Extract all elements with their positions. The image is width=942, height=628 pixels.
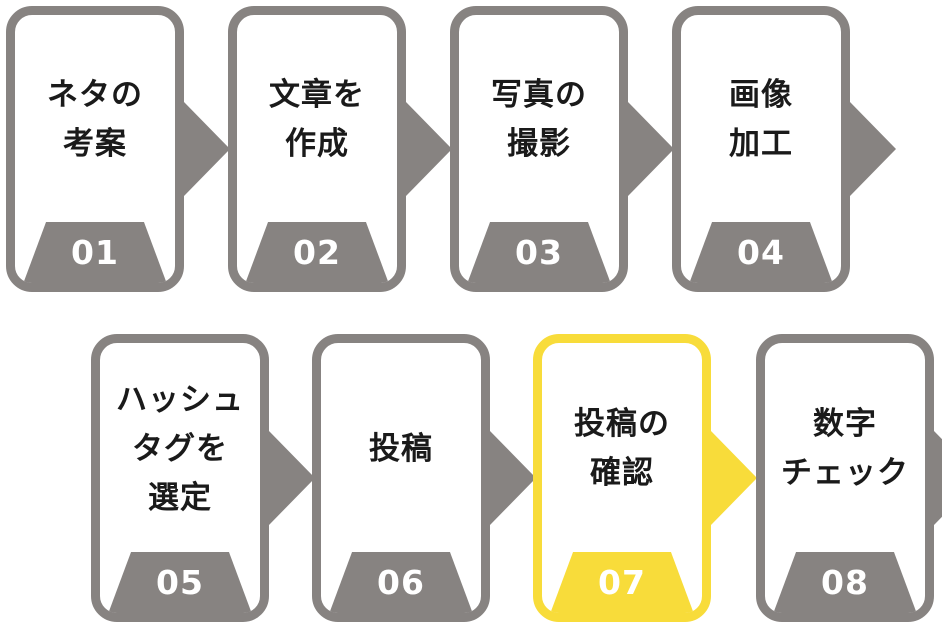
step-number-tab: 06 <box>329 552 473 613</box>
step-card-06: 投稿 06 <box>312 334 490 622</box>
flow-arrow-icon <box>269 431 315 525</box>
step-number-tab: 05 <box>108 552 252 613</box>
step-number: 05 <box>156 563 204 602</box>
step-card-05: ハッシュ タグを 選定 05 <box>91 334 269 622</box>
step-label: 写真の 撮影 <box>491 77 587 162</box>
step-card-08: 数字 チェック 08 <box>756 334 934 622</box>
step-card-04: 画像 加工 04 <box>672 6 850 292</box>
flow-arrow-icon <box>184 102 230 196</box>
step-number-tab: 04 <box>689 222 833 283</box>
flow-arrow-icon <box>850 102 896 196</box>
flow-arrow-icon <box>711 431 757 525</box>
step-number: 03 <box>515 233 563 272</box>
step-label: 文章を 作成 <box>269 77 365 162</box>
step-label: ネタの 考案 <box>47 77 143 162</box>
step-label: 投稿の 確認 <box>574 406 670 491</box>
flow-arrow-icon <box>934 431 942 525</box>
step-number-tab: 07 <box>550 552 694 613</box>
step-number: 01 <box>71 233 119 272</box>
step-label: 数字 チェック <box>781 406 909 491</box>
step-label: 画像 加工 <box>729 77 793 162</box>
step-number-tab: 01 <box>23 222 167 283</box>
step-number: 07 <box>598 563 646 602</box>
flow-arrow-icon <box>628 102 674 196</box>
step-label: ハッシュ タグを 選定 <box>116 382 244 516</box>
step-number-tab: 03 <box>467 222 611 283</box>
flow-arrow-icon <box>490 431 536 525</box>
step-number: 08 <box>821 563 869 602</box>
step-label: 投稿 <box>369 431 433 467</box>
step-number: 06 <box>377 563 425 602</box>
step-number-tab: 02 <box>245 222 389 283</box>
flow-arrow-icon <box>406 102 452 196</box>
step-card-01: ネタの 考案 01 <box>6 6 184 292</box>
step-number: 02 <box>293 233 341 272</box>
step-number-tab: 08 <box>773 552 917 613</box>
step-number: 04 <box>737 233 785 272</box>
step-card-02: 文章を 作成 02 <box>228 6 406 292</box>
step-card-03: 写真の 撮影 03 <box>450 6 628 292</box>
step-card-07: 投稿の 確認 07 <box>533 334 711 622</box>
